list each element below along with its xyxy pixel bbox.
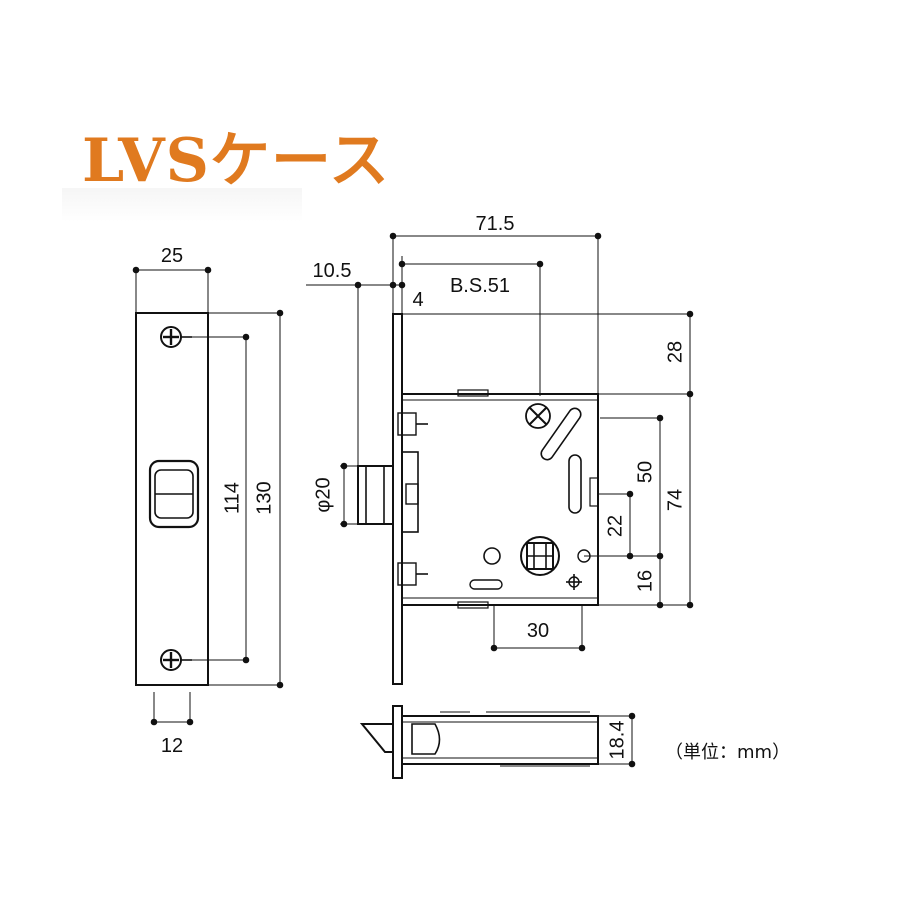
screw-icon — [160, 326, 192, 348]
dim-bottom-width: 30 — [527, 620, 549, 642]
case-side-view — [306, 232, 694, 685]
screw-icon — [525, 403, 551, 429]
hub-square — [520, 536, 560, 576]
case-body — [401, 393, 599, 606]
dim-top-offset: 28 — [664, 341, 686, 363]
dim-plate-thickness: 4 — [412, 289, 423, 311]
screw-icon — [160, 649, 192, 671]
front-plate — [392, 313, 403, 685]
dim-case-thickness: 18.4 — [606, 721, 628, 760]
dim-case-height: 74 — [664, 489, 686, 511]
title-shadow — [62, 188, 302, 222]
dim-front-offset: 10.5 — [313, 260, 352, 282]
crosshair-icon — [566, 574, 582, 590]
dim-overall-depth: 71.5 — [476, 213, 515, 235]
dim-hub-offset: 22 — [604, 515, 626, 537]
dim-bottom-offset: 16 — [634, 570, 656, 592]
latch-cylinder — [357, 451, 419, 533]
case-top-view — [359, 705, 636, 779]
dim-latch-diameter: φ20 — [312, 477, 334, 512]
dim-screw-pitch: 114 — [221, 482, 243, 514]
faceplate-outline — [135, 312, 209, 686]
page-title: LVSケース — [82, 126, 390, 196]
latch-bolt — [148, 459, 200, 529]
dim-hub-to-latch: 50 — [634, 461, 656, 483]
dim-latch-width: 12 — [161, 735, 183, 757]
dim-faceplate-width: 25 — [161, 245, 183, 267]
faceplate-view — [132, 266, 284, 726]
unit-note: （単位：mm） — [665, 742, 790, 763]
dim-backset: B.S.51 — [450, 275, 510, 297]
dim-faceplate-height: 130 — [253, 481, 275, 514]
